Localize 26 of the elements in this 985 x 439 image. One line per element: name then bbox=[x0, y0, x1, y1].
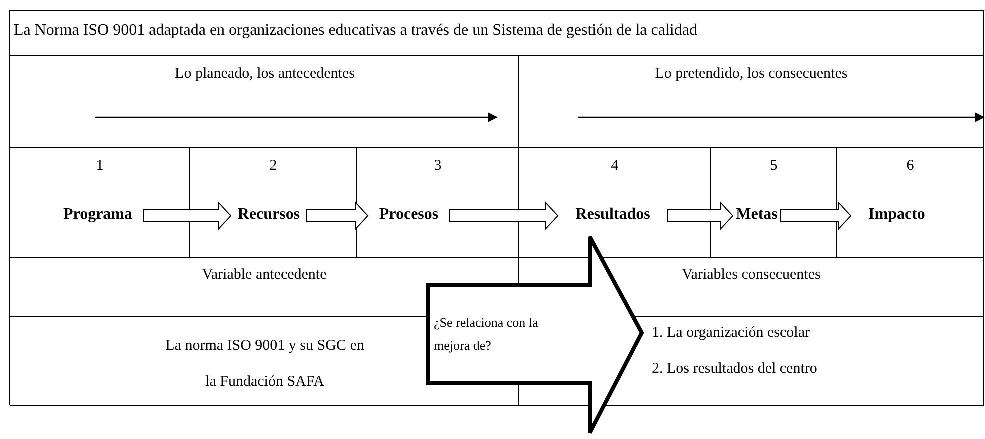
column-heading: Lo pretendido, los consecuentes bbox=[654, 65, 849, 83]
column-heading: Lo planeado, los antecedentes bbox=[174, 65, 356, 83]
step-number: 4 bbox=[610, 157, 620, 175]
row-heading: Variables consecuentes bbox=[681, 266, 822, 284]
step-number: 2 bbox=[268, 157, 278, 175]
step-number: 3 bbox=[433, 157, 443, 175]
table-title: La Norma ISO 9001 adaptada en organizaciones educativas a través de un Sistema de gestión de la calidad bbox=[14, 22, 698, 40]
step-label: Recursos bbox=[231, 206, 307, 226]
block-arrow bbox=[144, 202, 232, 230]
step-number: 6 bbox=[906, 157, 916, 175]
arrow-question: ¿Se relaciona con la mejora de? bbox=[434, 314, 540, 355]
step-label: Resultados bbox=[558, 206, 668, 226]
step-number: 1 bbox=[95, 157, 105, 175]
step-label: Metas bbox=[733, 206, 781, 226]
step-label: Procesos bbox=[368, 206, 450, 226]
block-arrow bbox=[450, 202, 559, 230]
cell-text: La norma ISO 9001 y su SGC en la Fundación SAFA bbox=[164, 337, 366, 392]
row-heading: Variable antecedente bbox=[201, 266, 328, 284]
step-label: Programa bbox=[52, 206, 144, 226]
block-arrow bbox=[306, 202, 369, 230]
list-item: 1. La organización escolar bbox=[652, 324, 811, 342]
list-item: 2. Los resultados del centro bbox=[652, 360, 818, 378]
block-arrow bbox=[780, 202, 852, 230]
step-label: Impacto bbox=[851, 206, 943, 226]
step-number: 5 bbox=[769, 157, 779, 175]
block-arrow bbox=[668, 202, 734, 230]
